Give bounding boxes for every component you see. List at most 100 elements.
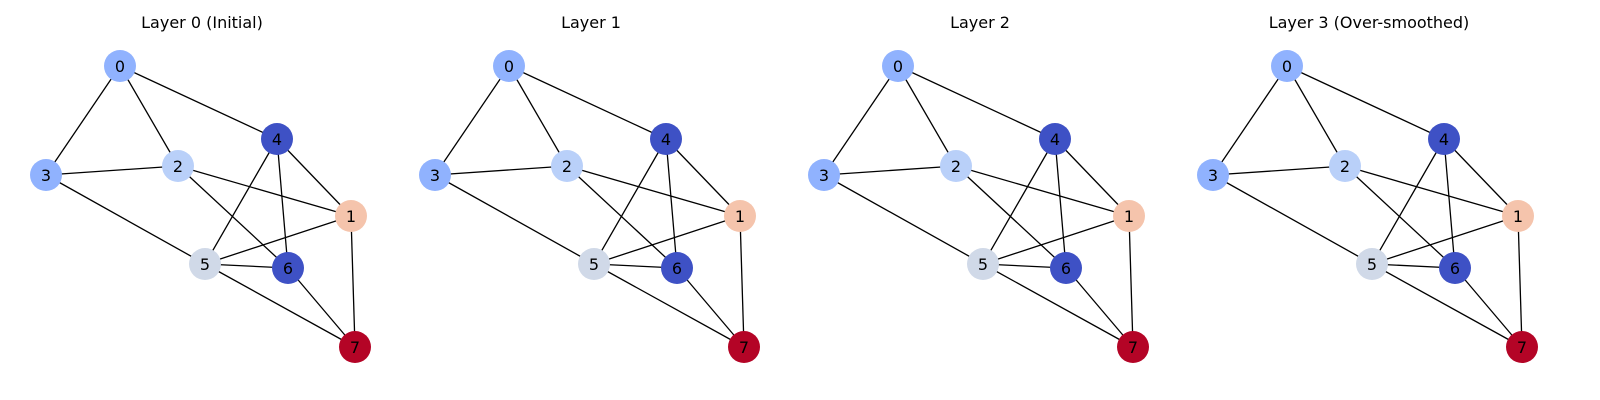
node-circle bbox=[419, 159, 451, 191]
edge-3-2 bbox=[823, 165, 957, 176]
node-label: 0 bbox=[504, 57, 514, 76]
node-label: 6 bbox=[283, 259, 293, 278]
node-label: 6 bbox=[1450, 259, 1460, 278]
node-label: 3 bbox=[1208, 166, 1218, 185]
edge-2-1 bbox=[955, 165, 1130, 217]
edge-5-7 bbox=[204, 263, 356, 348]
edge-2-6 bbox=[1344, 165, 1456, 269]
node-circle bbox=[1502, 200, 1534, 232]
node-label: 1 bbox=[1513, 207, 1523, 226]
node-label: 3 bbox=[819, 166, 829, 185]
edge-1-7 bbox=[1517, 215, 1523, 348]
node-circle bbox=[808, 159, 840, 191]
panel-title: Layer 0 (Initial) bbox=[141, 13, 263, 32]
node-label: 2 bbox=[173, 157, 183, 176]
edge-1-5 bbox=[593, 215, 741, 265]
node-label: 2 bbox=[1340, 157, 1350, 176]
edge-4-6 bbox=[1443, 138, 1456, 269]
edge-5-7 bbox=[982, 263, 1134, 348]
edge-group bbox=[45, 65, 356, 348]
node-circle bbox=[1117, 331, 1149, 363]
node-label: 1 bbox=[1124, 207, 1134, 226]
node-1: 1 bbox=[1502, 200, 1534, 232]
edge-0-4 bbox=[1286, 65, 1445, 140]
edge-0-2 bbox=[897, 65, 957, 167]
node-3: 3 bbox=[30, 159, 62, 191]
edge-group bbox=[434, 65, 745, 348]
node-label: 1 bbox=[346, 207, 356, 226]
node-label: 2 bbox=[562, 157, 572, 176]
node-5: 5 bbox=[578, 248, 610, 280]
node-circle bbox=[728, 331, 760, 363]
node-0: 0 bbox=[1271, 50, 1303, 82]
node-label: 4 bbox=[1439, 130, 1449, 149]
edge-2-6 bbox=[566, 165, 678, 269]
edge-6-7 bbox=[287, 267, 356, 348]
node-6: 6 bbox=[272, 252, 304, 284]
edge-4-5 bbox=[1371, 138, 1445, 265]
node-4: 4 bbox=[1039, 123, 1071, 155]
edge-1-7 bbox=[350, 215, 356, 348]
edge-3-5 bbox=[45, 174, 206, 265]
edge-4-1 bbox=[665, 138, 741, 217]
node-circle bbox=[189, 248, 221, 280]
edge-0-4 bbox=[119, 65, 278, 140]
edge-3-2 bbox=[45, 165, 179, 176]
node-circle bbox=[261, 123, 293, 155]
node-2: 2 bbox=[162, 150, 194, 182]
node-7: 7 bbox=[1506, 331, 1538, 363]
node-0: 0 bbox=[104, 50, 136, 82]
node-7: 7 bbox=[339, 331, 371, 363]
node-circle bbox=[967, 248, 999, 280]
node-3: 3 bbox=[1197, 159, 1229, 191]
node-circle bbox=[272, 252, 304, 284]
node-circle bbox=[493, 50, 525, 82]
edge-group bbox=[823, 65, 1134, 348]
node-3: 3 bbox=[419, 159, 451, 191]
node-2: 2 bbox=[551, 150, 583, 182]
node-circle bbox=[578, 248, 610, 280]
node-4: 4 bbox=[1428, 123, 1460, 155]
node-circle bbox=[104, 50, 136, 82]
node-5: 5 bbox=[967, 248, 999, 280]
node-circle bbox=[1050, 252, 1082, 284]
node-7: 7 bbox=[1117, 331, 1149, 363]
node-label: 1 bbox=[735, 207, 745, 226]
panel-title: Layer 1 bbox=[561, 13, 621, 32]
edge-0-3 bbox=[434, 65, 510, 176]
edge-4-5 bbox=[982, 138, 1056, 265]
node-circle bbox=[882, 50, 914, 82]
node-label: 7 bbox=[350, 338, 360, 357]
node-3: 3 bbox=[808, 159, 840, 191]
node-label: 5 bbox=[978, 255, 988, 274]
node-circle bbox=[30, 159, 62, 191]
node-circle bbox=[940, 150, 972, 182]
edge-0-2 bbox=[508, 65, 568, 167]
node-circle bbox=[1197, 159, 1229, 191]
node-label: 0 bbox=[893, 57, 903, 76]
edge-6-7 bbox=[676, 267, 745, 348]
edge-4-1 bbox=[1443, 138, 1519, 217]
edge-0-4 bbox=[897, 65, 1056, 140]
edge-2-1 bbox=[1344, 165, 1519, 217]
node-label: 2 bbox=[951, 157, 961, 176]
node-1: 1 bbox=[1113, 200, 1145, 232]
edge-5-7 bbox=[1371, 263, 1523, 348]
node-circle bbox=[1439, 252, 1471, 284]
edge-2-1 bbox=[566, 165, 741, 217]
node-label: 3 bbox=[430, 166, 440, 185]
edge-2-6 bbox=[955, 165, 1067, 269]
node-circle bbox=[335, 200, 367, 232]
edge-3-2 bbox=[434, 165, 568, 176]
node-label: 4 bbox=[661, 130, 671, 149]
edge-0-4 bbox=[508, 65, 667, 140]
node-label: 5 bbox=[200, 255, 210, 274]
